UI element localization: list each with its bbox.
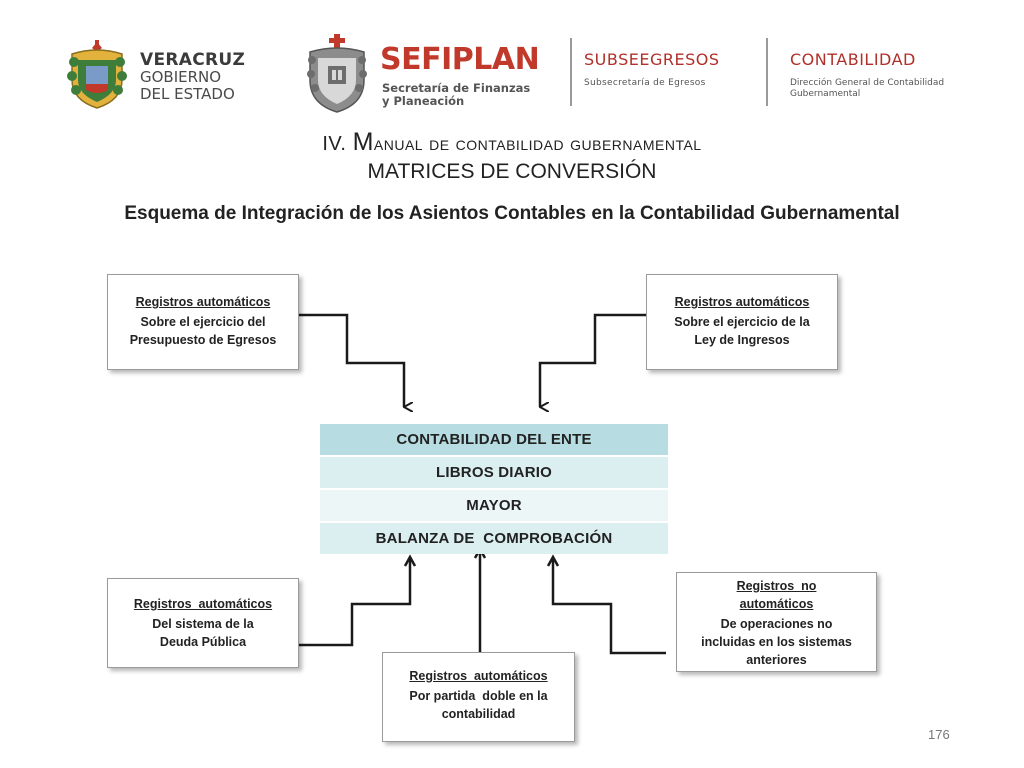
veracruz-line3: DEL ESTADO (140, 85, 235, 103)
box-body-line: anteriores (746, 653, 807, 667)
contabilidad-desc: Dirección General de Contabilidad Gubern… (790, 78, 970, 100)
sefiplan-wordmark: SEFIPLAN (380, 42, 540, 77)
sefiplan-sub-line1: Secretaría de Finanzas (382, 81, 531, 95)
box-partida-doble: Registros automáticos Por partida doble … (382, 652, 575, 742)
table-row-mayor: MAYOR (320, 490, 668, 521)
box-body-line: Sobre el ejercicio del (140, 315, 266, 329)
box-body-line: incluidas en los sistemas (701, 635, 852, 649)
box-body-line: Ley de Ingresos (694, 333, 790, 347)
veracruz-line1: VERACRUZ (140, 50, 246, 70)
box-no-automaticos: Registros no automáticos De operaciones … (676, 572, 877, 672)
box-body-line: De operaciones no (720, 617, 833, 631)
box-body-line: Del sistema de la (152, 617, 254, 631)
connector-bottom-right (546, 554, 666, 655)
veracruz-line2: GOBIERNO (140, 68, 222, 86)
box-ley-ingresos: Registros automáticos Sobre el ejercicio… (646, 274, 838, 370)
sefiplan-shield-icon (307, 34, 367, 113)
box-heading: Registros no (736, 579, 817, 593)
box-presupuesto-egresos: Registros automáticos Sobre el ejercicio… (107, 274, 299, 370)
box-heading: Registros automáticos (133, 597, 273, 611)
table-row-libros-diario: LIBROS DIARIO (320, 457, 668, 488)
box-heading: Registros automáticos (409, 669, 548, 683)
box-body-line: contabilidad (441, 707, 516, 721)
box-heading: automáticos (739, 597, 814, 611)
subsegresos-desc: Subsecretaría de Egresos (584, 78, 706, 88)
scheme-title: Esquema de Integración de los Asientos C… (124, 203, 900, 224)
contabilidad-ente-table: CONTABILIDAD DEL ENTE LIBROS DIARIO MAYO… (320, 424, 668, 556)
box-deuda-publica: Registros automáticos Del sistema de la … (107, 578, 299, 668)
box-body-line: Por partida doble en la (409, 689, 548, 703)
veracruz-wordmark: VERACRUZ GOBIERNO DEL ESTADO (140, 52, 245, 103)
connector-bottom-center (473, 546, 487, 652)
section-title: IV. Manual de contabilidad gubernamental (0, 128, 1024, 157)
contabilidad-title: CONTABILIDAD (790, 50, 916, 69)
section-initial: M (352, 128, 374, 156)
box-body-line: Sobre el ejercicio de la (674, 315, 810, 329)
connector-top-left (299, 313, 404, 407)
sefiplan-logo: SEFIPLAN Secretaría de Finanzas y Planea… (296, 30, 546, 116)
contabilidad-block: CONTABILIDAD Dirección General de Contab… (790, 50, 970, 100)
table-row-balanza: BALANZA DE COMPROBACIÓN (320, 523, 668, 554)
veracruz-coat-of-arms-icon (67, 40, 127, 109)
connector-top-right (538, 313, 646, 407)
table-header-contabilidad-ente: CONTABILIDAD DEL ENTE (320, 424, 668, 455)
contabilidad-desc-line2: Gubernamental (790, 89, 861, 99)
box-heading: Registros automáticos (674, 295, 810, 309)
section-title-rest: anual de contabilidad gubernamental (373, 133, 702, 155)
section-number: IV. (322, 133, 353, 155)
box-body-line: Deuda Pública (159, 635, 247, 649)
sefiplan-sub-line2: y Planeación (382, 94, 465, 108)
page-number: 176 (928, 727, 950, 742)
box-body-line: Presupuesto de Egresos (129, 333, 277, 347)
header-divider (570, 38, 572, 106)
subsegresos-block: SUBSEEGRESOS Subsecretaría de Egresos (584, 50, 719, 88)
connector-bottom-left (299, 554, 417, 647)
header-divider (766, 38, 768, 106)
veracruz-logo: VERACRUZ GOBIERNO DEL ESTADO (64, 40, 245, 112)
sefiplan-subtitle: Secretaría de Finanzas y Planeación (382, 82, 530, 108)
page-subtitle: MATRICES DE CONVERSIÓN (367, 160, 657, 183)
box-heading: Registros automáticos (135, 295, 271, 309)
contabilidad-desc-line1: Dirección General de Contabilidad (790, 78, 945, 88)
subsegresos-title: SUBSEEGRESOS (584, 50, 720, 69)
